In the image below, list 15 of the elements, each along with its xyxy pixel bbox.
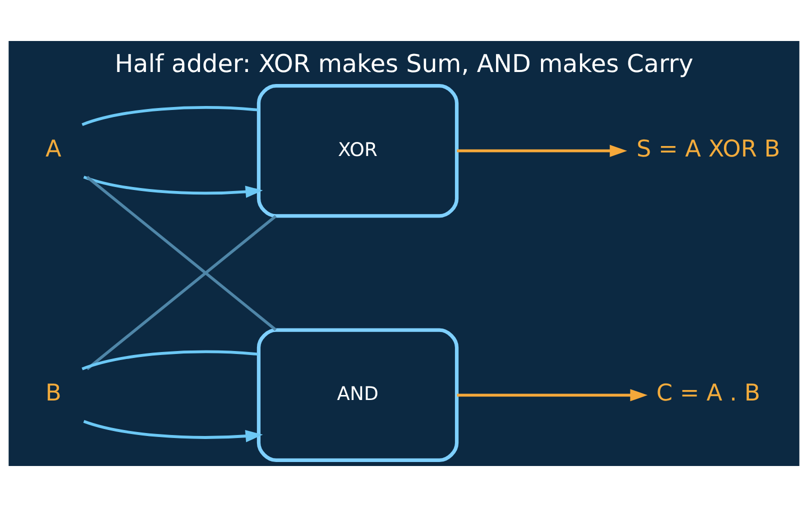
arrow bbox=[456, 144, 628, 157]
node-text: C = A . B bbox=[656, 380, 760, 407]
connector bbox=[86, 176, 277, 331]
connector bbox=[82, 350, 258, 370]
connector bbox=[86, 215, 277, 370]
node-text: S = A XOR B bbox=[636, 136, 780, 162]
node-box: XOR bbox=[256, 84, 459, 218]
node-text: B bbox=[46, 380, 62, 407]
arrow bbox=[83, 420, 263, 442]
node-text: A bbox=[46, 136, 62, 162]
arrow bbox=[83, 176, 263, 198]
arrow bbox=[456, 389, 648, 402]
connector bbox=[82, 106, 258, 126]
node-box: AND bbox=[256, 328, 459, 462]
diagram-title: Half adder: XOR makes Sum, AND makes Carry bbox=[114, 49, 694, 78]
